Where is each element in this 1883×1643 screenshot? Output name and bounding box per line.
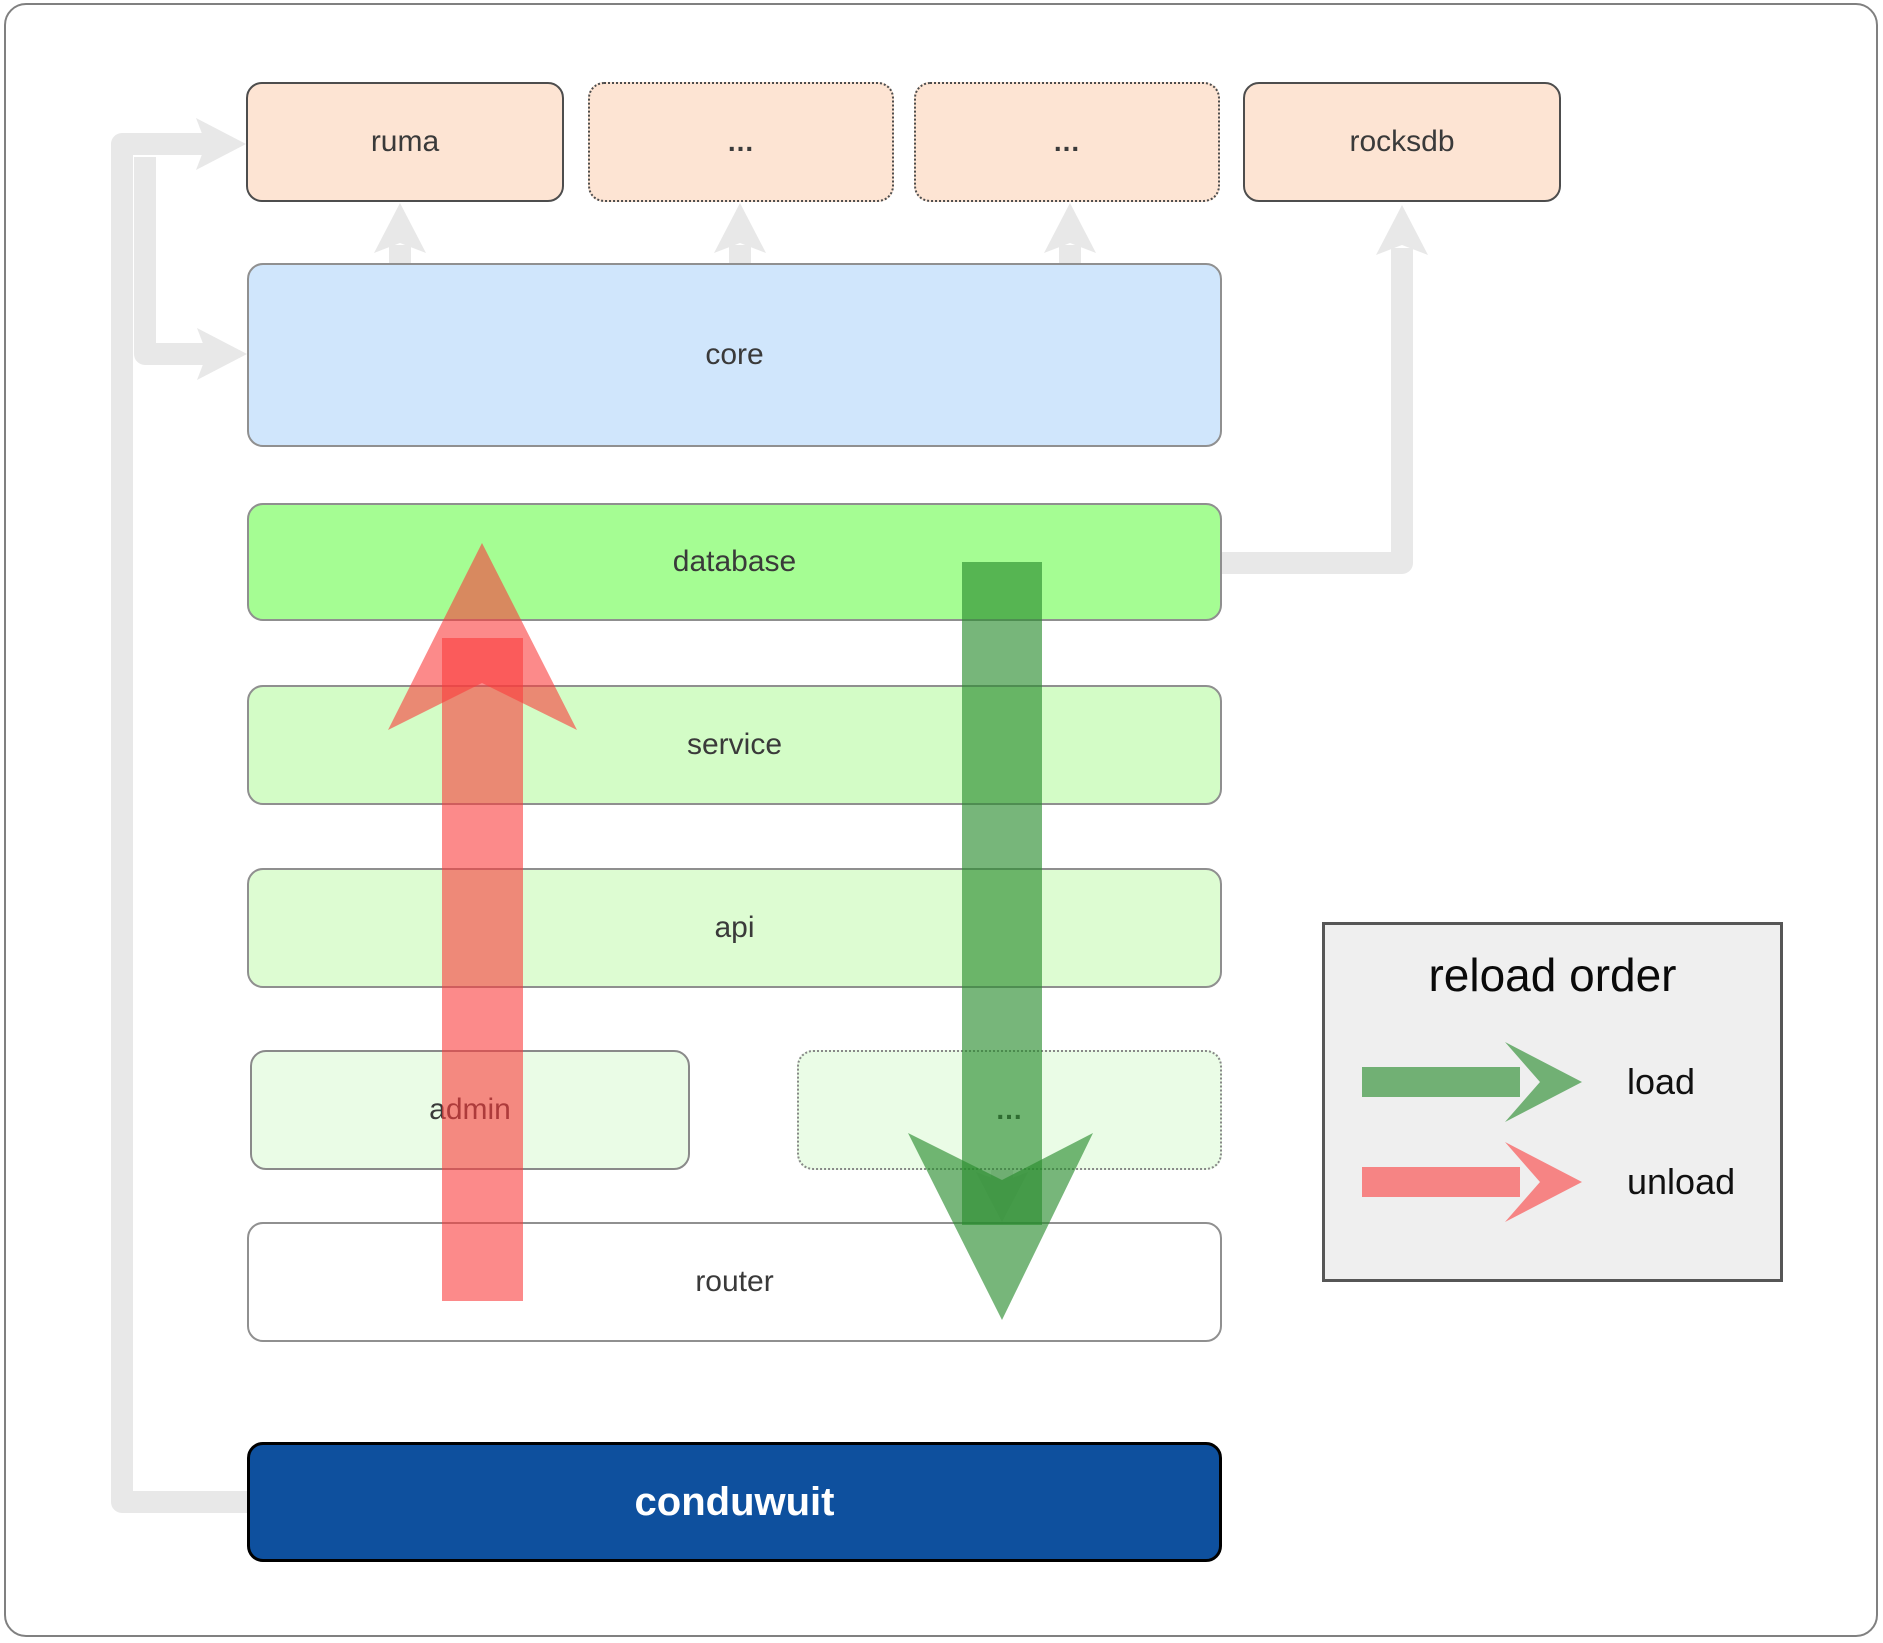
node-service: service — [247, 685, 1222, 805]
legend-unload-label: unload — [1627, 1161, 1736, 1202]
node-api: api — [247, 868, 1222, 988]
node-ellipsis-top-2-label: ... — [1053, 126, 1081, 157]
node-ruma-label: ruma — [370, 125, 440, 158]
node-ellipsis-top-1-label: ... — [727, 126, 755, 157]
node-core: core — [247, 263, 1222, 447]
legend-title: reload order — [1428, 949, 1677, 1001]
node-ellipsis-admin-row: ... — [797, 1050, 1222, 1170]
node-core-label: core — [705, 338, 764, 371]
node-conduwuit-label: conduwuit — [634, 1479, 835, 1524]
node-admin-label: admin — [429, 1093, 511, 1126]
node-conduwuit: conduwuit — [247, 1442, 1222, 1562]
node-database: database — [247, 503, 1222, 621]
node-database-label: database — [672, 545, 797, 578]
node-router-label: router — [695, 1265, 774, 1298]
node-ellipsis-top-1: ... — [588, 82, 894, 202]
node-service-label: service — [686, 728, 783, 761]
node-ellipsis-admin-row-label: ... — [996, 1094, 1023, 1125]
legend-load-label: load — [1627, 1061, 1696, 1102]
node-ellipsis-top-2: ... — [914, 82, 1220, 202]
node-router: router — [247, 1222, 1222, 1342]
node-api-label: api — [714, 911, 755, 944]
node-rocksdb-label: rocksdb — [1349, 125, 1455, 158]
node-admin: admin — [250, 1050, 690, 1170]
diagram-outer-border — [4, 3, 1878, 1637]
node-ruma: ruma — [246, 82, 564, 202]
node-rocksdb: rocksdb — [1243, 82, 1561, 202]
